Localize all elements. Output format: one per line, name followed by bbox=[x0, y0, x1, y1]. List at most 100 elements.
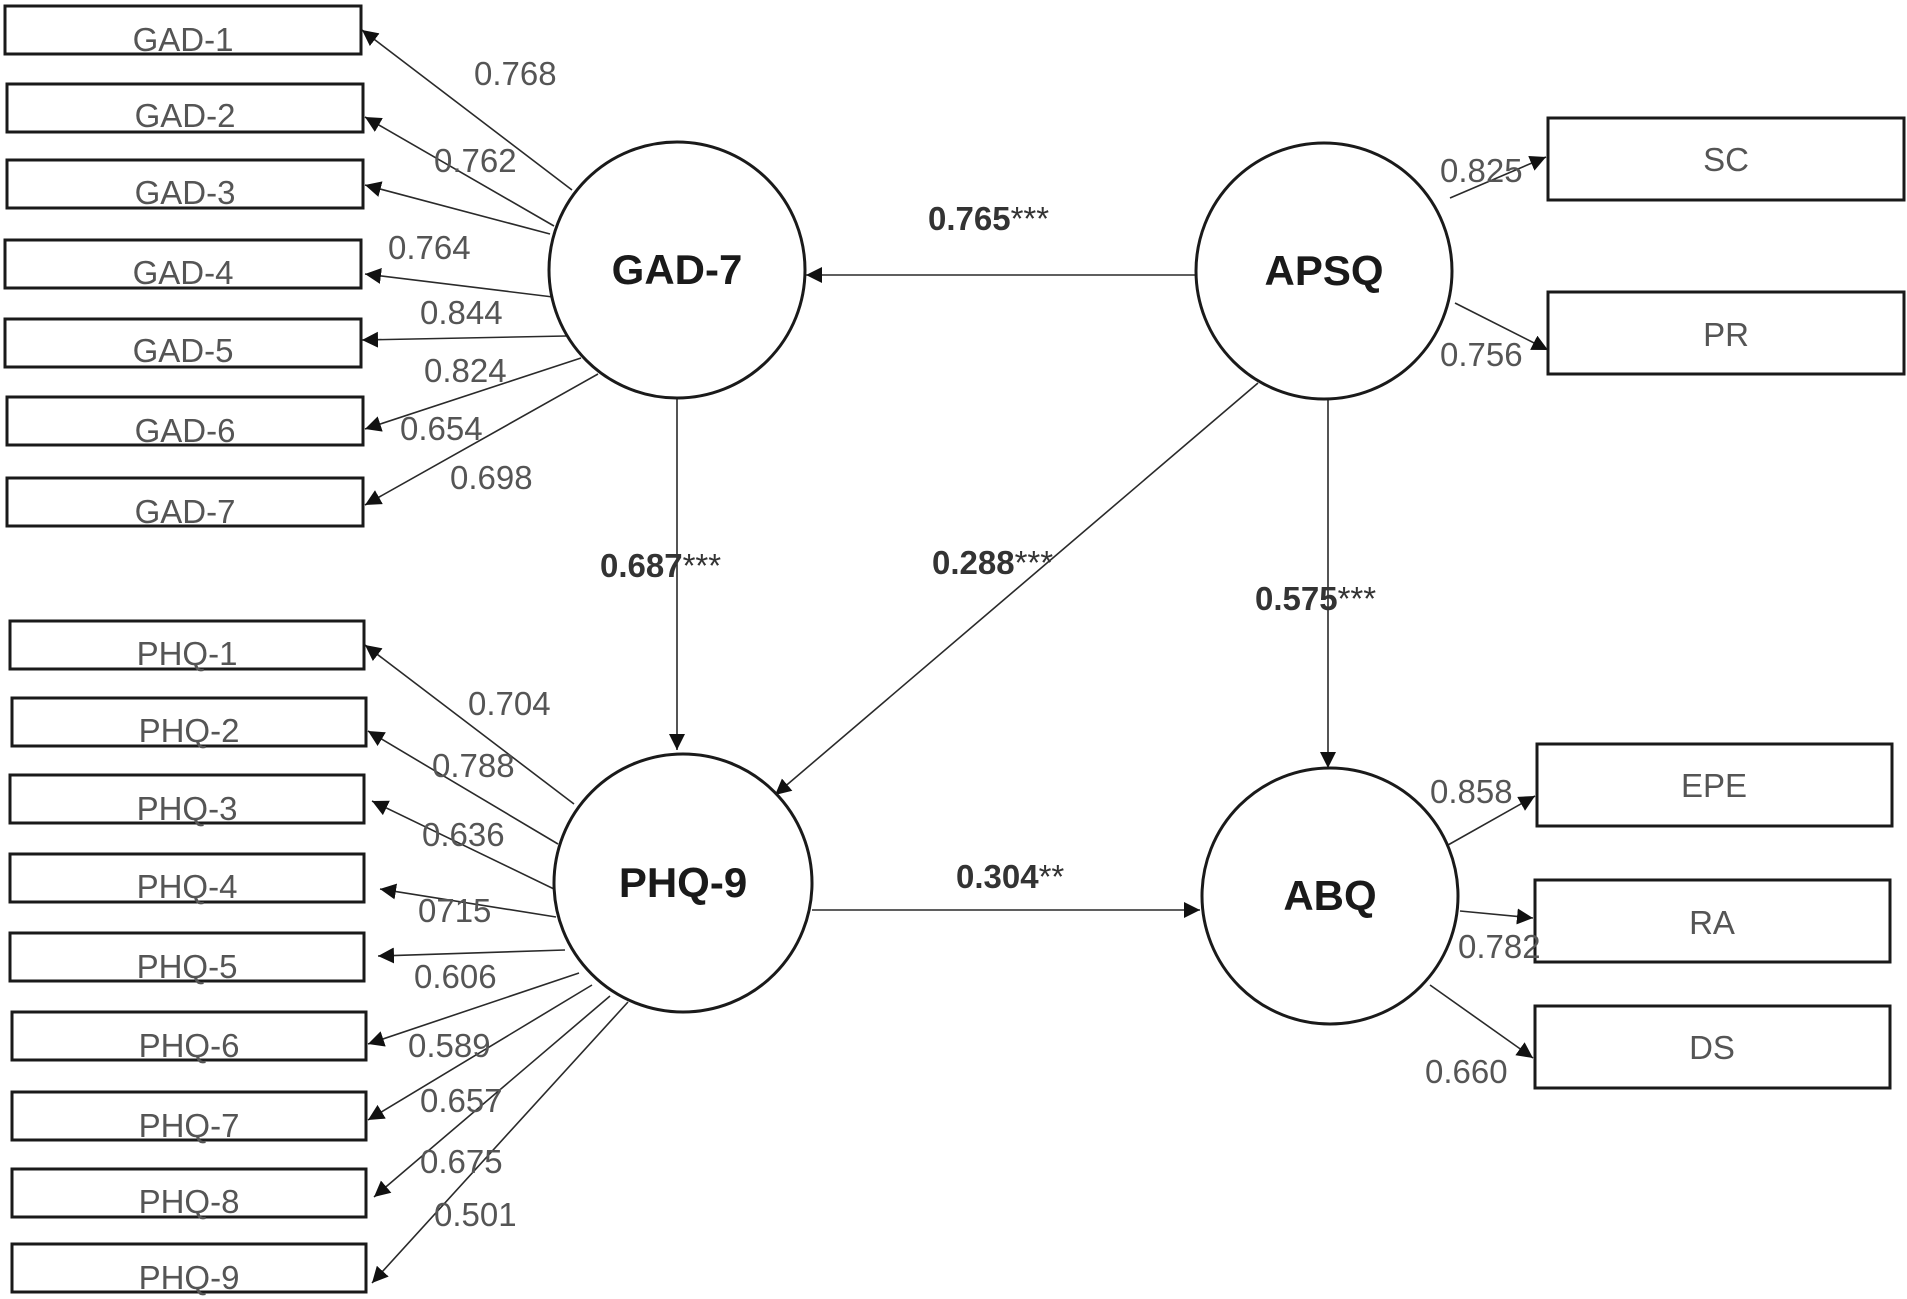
latent-circle bbox=[1194, 141, 1454, 401]
edge-phq9-phq2 bbox=[367, 730, 559, 845]
indicator-label: GAD-3 bbox=[135, 174, 236, 211]
loading-label: 0.606 bbox=[414, 958, 497, 995]
indicator-box-phq7 bbox=[10, 1090, 368, 1142]
coef-significance: *** bbox=[1011, 200, 1050, 237]
coef-significance: *** bbox=[1338, 580, 1377, 617]
loading-label: 0.858 bbox=[1430, 773, 1513, 810]
indicator-box-gad5 bbox=[3, 317, 363, 369]
indicator-label: GAD-5 bbox=[133, 332, 234, 369]
edge-phq9-phq1 bbox=[364, 644, 575, 805]
coef-significance: *** bbox=[1015, 544, 1054, 581]
latent-label: GAD-7 bbox=[612, 246, 743, 293]
loading-label: 0.844 bbox=[420, 294, 503, 331]
indicator-label: PHQ-2 bbox=[139, 712, 240, 749]
loading-label: 0.675 bbox=[420, 1143, 503, 1180]
abq-loading-labels: 0.858 0.782 0.660 bbox=[1425, 773, 1541, 1090]
indicator-box-gad7 bbox=[5, 476, 365, 528]
path-coefficients: 0.765*** 0.687*** 0.288*** 0.575*** 0.30… bbox=[600, 200, 1376, 895]
loading-label: 0.698 bbox=[450, 459, 533, 496]
gad-loading-labels: 0.768 0.762 0.764 0.844 0.824 0.654 0.69… bbox=[388, 55, 557, 496]
edge-phq9-phq9 bbox=[371, 1001, 629, 1284]
latent-circle bbox=[1200, 766, 1460, 1026]
phq-loading-labels: 0.704 0.788 0.636 0715 0.606 0.589 0.657… bbox=[408, 685, 551, 1233]
edge-phq9-phq3 bbox=[371, 800, 557, 891]
indicator-label: GAD-1 bbox=[133, 21, 234, 58]
indicator-box-ra bbox=[1533, 878, 1892, 964]
structural-paths bbox=[669, 267, 1336, 918]
coef-value: 0.687 bbox=[600, 547, 683, 584]
indicator-label: GAD-6 bbox=[135, 412, 236, 449]
indicator-label: PHQ-4 bbox=[137, 868, 238, 905]
edge-apsq-pr bbox=[1454, 302, 1549, 351]
apsq-loading-labels: 0.825 0.756 bbox=[1440, 152, 1523, 373]
coef-significance: ** bbox=[1039, 858, 1065, 895]
edge-gad7-gad7 bbox=[364, 373, 599, 506]
apsq-loading-edges bbox=[1449, 155, 1549, 351]
edge-abq-ds bbox=[1429, 984, 1534, 1059]
loading-label: 0.762 bbox=[434, 142, 517, 179]
indicator-box-pr bbox=[1546, 290, 1906, 376]
edge-apsq-sc bbox=[1449, 155, 1547, 199]
loading-label: 0.824 bbox=[424, 352, 507, 389]
loading-label: 0.764 bbox=[388, 229, 471, 266]
indicator-box-gad4 bbox=[3, 238, 363, 290]
indicator-label: PHQ-9 bbox=[139, 1259, 240, 1296]
phq-loading-edges bbox=[364, 644, 629, 1284]
abq-indicators: EPE RA DS bbox=[1533, 742, 1894, 1090]
indicator-box-phq4 bbox=[8, 852, 366, 904]
indicator-box-gad1 bbox=[3, 4, 363, 56]
indicator-box-phq2 bbox=[10, 696, 368, 748]
coef-value: 0.575 bbox=[1255, 580, 1338, 617]
edge-phq9-phq5 bbox=[377, 947, 566, 964]
latent-abq: ABQ bbox=[1200, 766, 1460, 1026]
phq-indicators: PHQ-1 PHQ-2 PHQ-3 PHQ-4 PHQ-5 PHQ-6 PHQ-… bbox=[8, 619, 368, 1296]
coef-phq9-abq: 0.304** bbox=[956, 858, 1064, 895]
loading-label: 0715 bbox=[418, 892, 491, 929]
indicator-box-phq1 bbox=[8, 619, 366, 671]
latent-gad7: GAD-7 bbox=[547, 140, 807, 400]
edge-gad7-gad2 bbox=[364, 116, 555, 227]
loading-label: 0.768 bbox=[474, 55, 557, 92]
edge-gad7-gad5 bbox=[361, 331, 567, 348]
coef-significance: *** bbox=[683, 547, 722, 584]
apsq-indicators: SC PR bbox=[1546, 116, 1906, 376]
gad-loading-edges bbox=[361, 29, 599, 506]
latent-apsq: APSQ bbox=[1194, 141, 1454, 401]
indicator-label: SC bbox=[1703, 141, 1749, 178]
indicator-box-epe bbox=[1535, 742, 1894, 828]
edge-gad7-gad4 bbox=[364, 268, 554, 298]
indicator-label: PHQ-5 bbox=[137, 948, 238, 985]
indicator-label: RA bbox=[1689, 904, 1735, 941]
indicator-box-gad3 bbox=[5, 158, 365, 210]
loading-label: 0.501 bbox=[434, 1196, 517, 1233]
indicator-label: PHQ-3 bbox=[137, 790, 238, 827]
edge-abq-ra bbox=[1459, 908, 1534, 925]
coef-apsq-phq9: 0.288*** bbox=[932, 544, 1053, 581]
latent-circle bbox=[552, 752, 814, 1014]
indicator-box-phq3 bbox=[8, 773, 366, 825]
indicator-box-sc bbox=[1546, 116, 1906, 202]
indicator-label: GAD-7 bbox=[135, 493, 236, 530]
loading-label: 0.788 bbox=[432, 747, 515, 784]
indicator-box-phq6 bbox=[10, 1010, 368, 1062]
indicator-label: PHQ-1 bbox=[137, 635, 238, 672]
abq-loading-edges bbox=[1429, 795, 1536, 1059]
coef-value: 0.288 bbox=[932, 544, 1015, 581]
gad-indicators: GAD-1 GAD-2 GAD-3 GAD-4 GAD-5 GAD-6 GAD-… bbox=[3, 4, 365, 530]
latent-phq9: PHQ-9 bbox=[552, 752, 814, 1014]
loading-label: 0.657 bbox=[420, 1082, 503, 1119]
indicator-box-phq5 bbox=[8, 931, 366, 983]
edge-phq9-phq4 bbox=[379, 883, 557, 918]
latent-label: PHQ-9 bbox=[619, 859, 747, 906]
coef-value: 0.304 bbox=[956, 858, 1039, 895]
indicator-label: PHQ-6 bbox=[139, 1027, 240, 1064]
latent-label: APSQ bbox=[1264, 247, 1383, 294]
indicator-label: GAD-4 bbox=[133, 254, 234, 291]
loading-label: 0.756 bbox=[1440, 336, 1523, 373]
indicator-label: DS bbox=[1689, 1029, 1735, 1066]
edge-gad7-gad6 bbox=[364, 357, 582, 432]
edge-gad7-gad3 bbox=[364, 181, 551, 235]
loading-label: 0.589 bbox=[408, 1027, 491, 1064]
edge-abq-epe bbox=[1447, 795, 1536, 846]
